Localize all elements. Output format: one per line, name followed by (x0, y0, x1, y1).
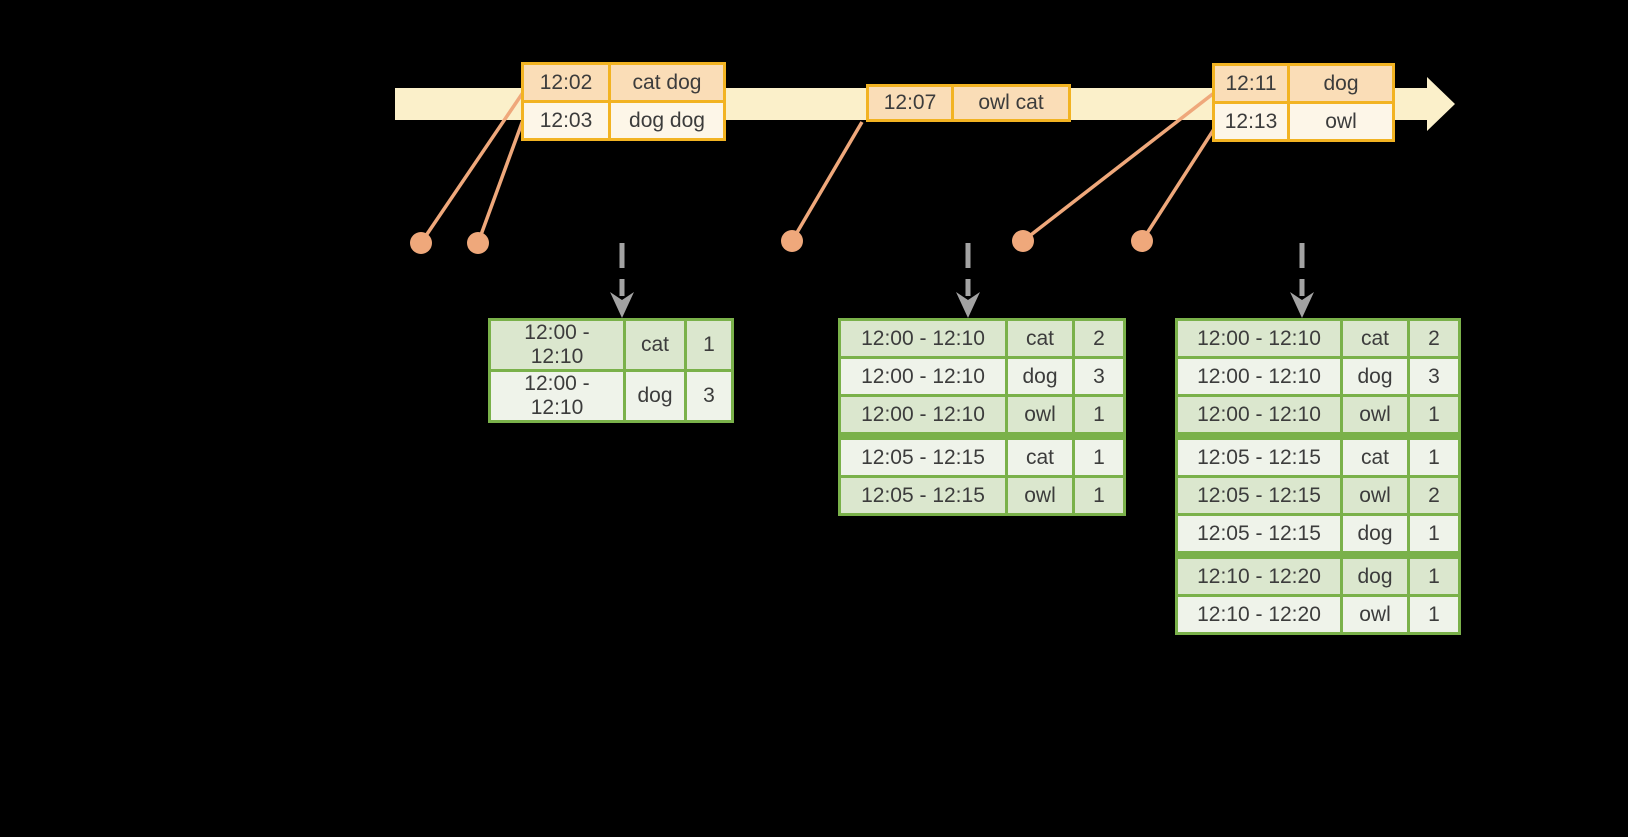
event-row: 12:11 dog (1212, 63, 1395, 104)
event-dot (781, 230, 803, 252)
word-cell: cat (1340, 432, 1410, 478)
word-cell: cat (1005, 432, 1075, 478)
event-row: 12:13 owl (1212, 101, 1395, 142)
window-cell: 12:00 - 12:10 (1175, 356, 1343, 397)
result-row: 12:00 - 12:10 owl 1 (1175, 394, 1461, 438)
count-cell: 3 (1407, 356, 1461, 397)
event-connector-line (476, 119, 525, 244)
count-cell: 1 (1072, 475, 1126, 516)
count-cell: 3 (684, 369, 734, 423)
event-row: 12:02 cat dog (521, 62, 726, 103)
result-row: 12:10 - 12:20 owl 1 (1175, 594, 1461, 635)
window-cell: 12:00 - 12:10 (1175, 394, 1343, 438)
word-cell: dog (1005, 356, 1075, 397)
window-cell: 12:00 - 12:10 (488, 318, 626, 372)
window-cell: 12:00 - 12:10 (838, 394, 1008, 438)
result-row: 12:05 - 12:15 cat 1 (838, 432, 1126, 478)
arrowhead (610, 292, 634, 318)
event-row: 12:03 dog dog (521, 100, 726, 141)
timeline-arrowhead-icon (1427, 77, 1455, 131)
event-words-cell: owl cat (951, 84, 1071, 122)
event-time-cell: 12:03 (521, 100, 611, 141)
count-cell: 2 (1072, 318, 1126, 359)
event-time-cell: 12:13 (1212, 101, 1290, 142)
word-cell: owl (1005, 475, 1075, 516)
count-cell: 2 (1407, 318, 1461, 359)
count-cell: 1 (1407, 594, 1461, 635)
window-cell: 12:00 - 12:10 (838, 318, 1008, 359)
count-cell: 1 (1407, 432, 1461, 478)
count-cell: 3 (1072, 356, 1126, 397)
word-cell: dog (623, 369, 687, 423)
result-row: 12:00 - 12:10 cat 2 (1175, 318, 1461, 359)
window-cell: 12:10 - 12:20 (1175, 551, 1343, 597)
window-cell: 12:05 - 12:15 (838, 432, 1008, 478)
event-words-cell: cat dog (608, 62, 726, 103)
result-table-2: 12:00 - 12:10 cat 2 12:00 - 12:10 dog 3 … (838, 318, 1126, 516)
window-cell: 12:05 - 12:15 (1175, 475, 1343, 516)
window-cell: 12:10 - 12:20 (1175, 594, 1343, 635)
event-words-cell: dog (1287, 63, 1395, 104)
arrowhead (956, 292, 980, 318)
word-cell: dog (1340, 513, 1410, 557)
word-cell: dog (1340, 356, 1410, 397)
event-dot (410, 232, 432, 254)
word-cell: owl (1340, 394, 1410, 438)
word-cell: owl (1340, 594, 1410, 635)
count-cell: 1 (684, 318, 734, 372)
window-cell: 12:05 - 12:15 (1175, 432, 1343, 478)
event-time-cell: 12:07 (866, 84, 954, 122)
window-cell: 12:05 - 12:15 (1175, 513, 1343, 557)
event-connector-line (419, 90, 526, 244)
event-words-cell: owl (1287, 101, 1395, 142)
word-cell: owl (1005, 394, 1075, 438)
event-connector-line (790, 121, 864, 242)
result-row: 12:00 - 12:10 dog 3 (838, 356, 1126, 397)
result-table-1: 12:00 - 12:10 cat 1 12:00 - 12:10 dog 3 (488, 318, 734, 423)
event-time-cell: 12:11 (1212, 63, 1290, 104)
event-time-cell: 12:02 (521, 62, 611, 103)
window-cell: 12:05 - 12:15 (838, 475, 1008, 516)
event-connector-line (1021, 91, 1216, 243)
event-table-2: 12:07 owl cat (866, 84, 1071, 122)
result-row: 12:05 - 12:15 owl 2 (1175, 475, 1461, 516)
window-cell: 12:00 - 12:10 (838, 356, 1008, 397)
word-cell: dog (1340, 551, 1410, 597)
result-table-3: 12:00 - 12:10 cat 2 12:00 - 12:10 dog 3 … (1175, 318, 1461, 635)
window-cell: 12:00 - 12:10 (488, 369, 626, 423)
window-cell: 12:00 - 12:10 (1175, 318, 1343, 359)
result-row: 12:00 - 12:10 cat 2 (838, 318, 1126, 359)
event-words-cell: dog dog (608, 100, 726, 141)
count-cell: 2 (1407, 475, 1461, 516)
result-row: 12:00 - 12:10 dog 3 (1175, 356, 1461, 397)
result-row: 12:00 - 12:10 cat 1 (488, 318, 734, 372)
dashed-down-arrow-icon (956, 243, 980, 318)
result-row: 12:05 - 12:15 cat 1 (1175, 432, 1461, 478)
arrowhead (1290, 292, 1314, 318)
word-cell: cat (1005, 318, 1075, 359)
event-table-1: 12:02 cat dog 12:03 dog dog (521, 62, 726, 141)
event-dot (1131, 230, 1153, 252)
dashed-down-arrow-icon (1290, 243, 1314, 318)
event-connector-line (1140, 125, 1218, 242)
result-row: 12:05 - 12:15 dog 1 (1175, 513, 1461, 557)
result-row: 12:00 - 12:10 dog 3 (488, 369, 734, 423)
result-row: 12:00 - 12:10 owl 1 (838, 394, 1126, 438)
event-dot (467, 232, 489, 254)
word-cell: cat (1340, 318, 1410, 359)
count-cell: 1 (1072, 394, 1126, 438)
count-cell: 1 (1407, 551, 1461, 597)
event-dot (1012, 230, 1034, 252)
event-row: 12:07 owl cat (866, 84, 1071, 122)
result-row: 12:05 - 12:15 owl 1 (838, 475, 1126, 516)
count-cell: 1 (1072, 432, 1126, 478)
word-cell: cat (623, 318, 687, 372)
dashed-down-arrow-icon (610, 243, 634, 318)
event-table-3: 12:11 dog 12:13 owl (1212, 63, 1395, 142)
word-cell: owl (1340, 475, 1410, 516)
count-cell: 1 (1407, 394, 1461, 438)
count-cell: 1 (1407, 513, 1461, 557)
result-row: 12:10 - 12:20 dog 1 (1175, 551, 1461, 597)
